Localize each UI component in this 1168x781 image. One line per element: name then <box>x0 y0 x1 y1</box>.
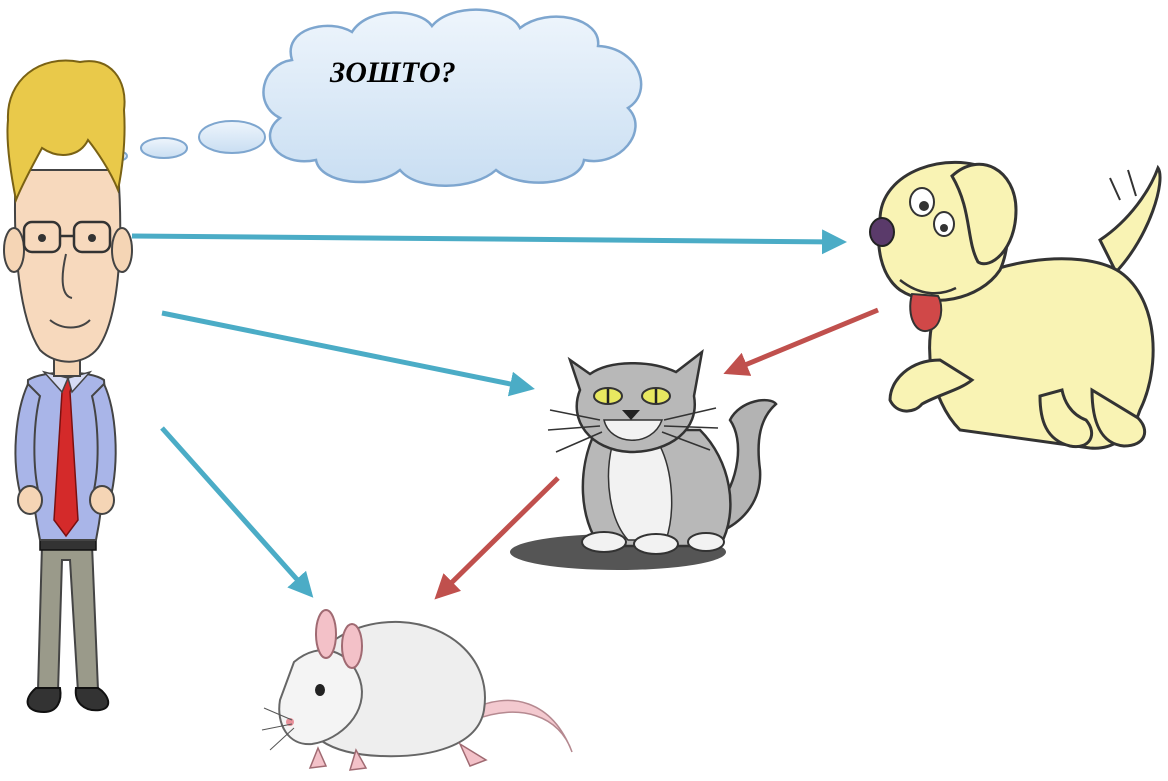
arrow-boy-to-cat <box>161 310 535 397</box>
arrow-cat-to-mouse <box>434 476 560 600</box>
thought-dot-medium <box>140 137 188 159</box>
gray-cat-icon <box>510 349 778 570</box>
arrow-dog-to-cat <box>723 307 879 376</box>
arrow-boy-to-dog <box>131 229 847 255</box>
boy-with-glasses-icon <box>3 59 133 714</box>
thought-dot-large <box>198 120 266 154</box>
white-mouse-icon <box>261 609 573 771</box>
arrow-boy-to-mouse <box>160 426 314 598</box>
thought-cloud <box>262 8 643 187</box>
thought-bubble: ЗОШТО? <box>106 8 643 187</box>
arrows <box>131 229 879 600</box>
thought-text: ЗОШТО? <box>329 56 456 89</box>
yellow-dog-icon <box>869 160 1162 450</box>
